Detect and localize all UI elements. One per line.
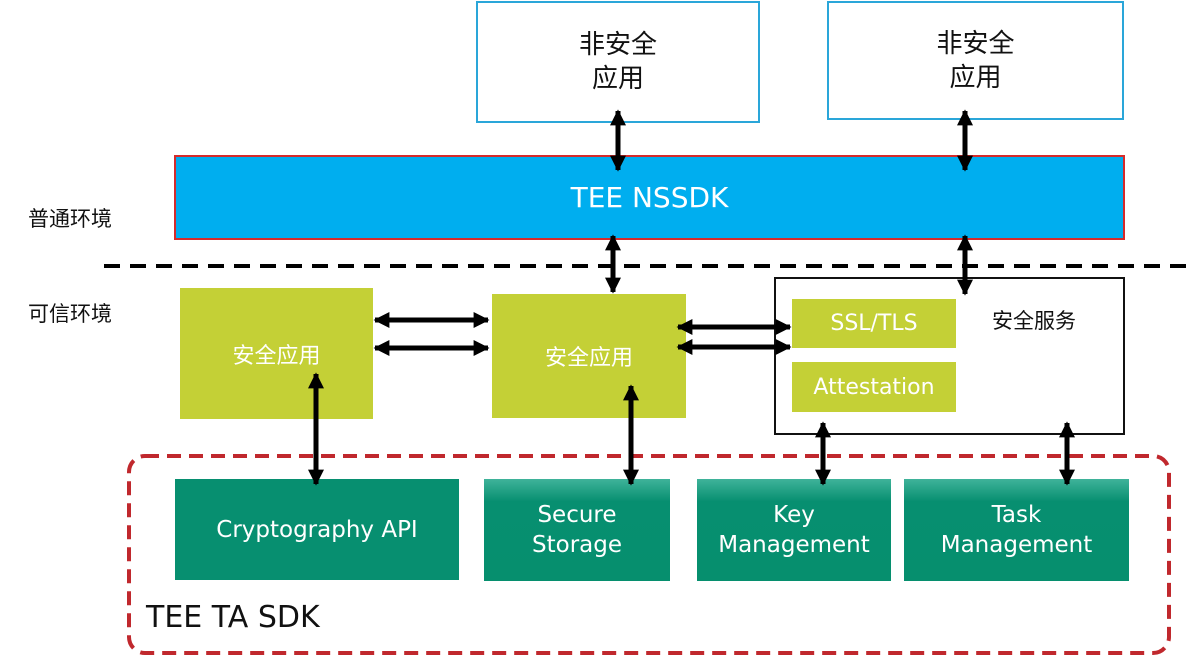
normal-environment-label: 普通环境 xyxy=(28,207,112,231)
non-secure-app-left-line1: 非安全 xyxy=(578,30,657,60)
trusted-app-middle: 安全应用 xyxy=(492,294,686,418)
key-management-line2: Management xyxy=(718,532,870,558)
attestation-label: Attestation xyxy=(813,374,935,400)
secure-storage-line2: Storage xyxy=(532,532,622,558)
key-management-module: Key Management xyxy=(697,479,891,581)
ssl-tls-label: SSL/TLS xyxy=(830,311,918,336)
trusted-app-left-label: 安全应用 xyxy=(232,343,321,369)
key-management-line1: Key xyxy=(773,502,815,528)
trusted-app-middle-label: 安全应用 xyxy=(544,346,633,371)
secure-storage-line1: Secure xyxy=(537,502,617,528)
non-secure-app-right-line1: 非安全 xyxy=(936,28,1015,59)
security-services-title: 安全服务 xyxy=(992,309,1076,333)
cryptography-api-label: Cryptography API xyxy=(216,516,418,543)
cryptography-api-module: Cryptography API xyxy=(175,479,459,580)
non-secure-app-left: 非安全 应用 xyxy=(476,1,760,123)
tee-nssdk-label: TEE NSSDK xyxy=(570,181,729,214)
ssl-tls-item: SSL/TLS xyxy=(792,299,956,348)
trusted-environment-label: 可信环境 xyxy=(28,302,112,326)
task-management-line2: Management xyxy=(940,532,1093,558)
task-management-module: Task Management xyxy=(904,479,1129,581)
tee-ta-sdk-container xyxy=(127,454,1171,655)
non-secure-app-left-line2: 应用 xyxy=(591,64,644,94)
secure-storage-module: Secure Storage xyxy=(484,479,670,581)
attestation-item: Attestation xyxy=(792,362,956,412)
tee-ta-sdk-title: TEE TA SDK xyxy=(146,600,320,635)
task-management-line1: Task xyxy=(991,502,1042,528)
non-secure-app-right-line2: 应用 xyxy=(949,62,1002,93)
non-secure-app-right: 非安全 应用 xyxy=(827,1,1124,120)
trusted-app-left: 安全应用 xyxy=(180,288,373,419)
